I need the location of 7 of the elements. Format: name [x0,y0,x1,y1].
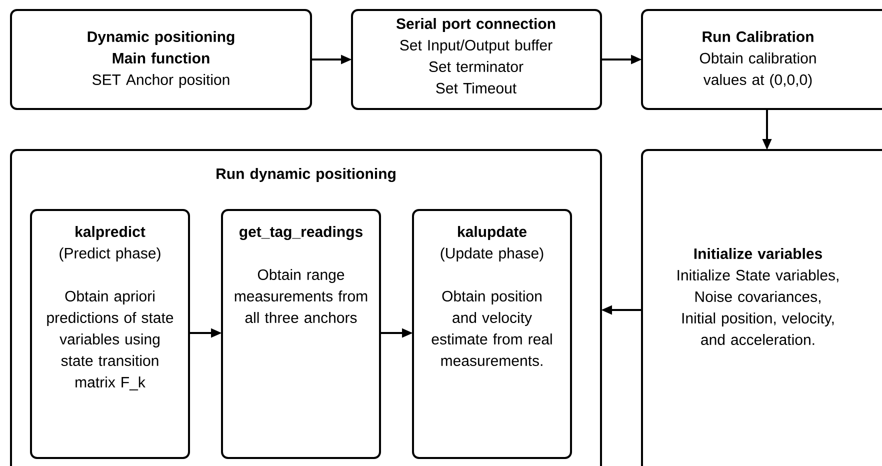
process-box: kalpredict (Predict phase) Obtain apriori predictions of state variables using state transition matrix F_k [30,209,190,459]
process-box: get_tag_readings Obtain range measurements from all three anchors [221,209,381,459]
process-box: Serial port connection Set Input/Output buffer Set terminator Set Timeout [351,9,602,110]
process-box: Run Calibration Obtain calibration values at (0,0,0) [641,9,882,110]
process-box: Dynamic positioning Main function SET Anchor position [10,9,312,110]
process-box: kalupdate (Update phase) Obtain position and velocity estimate from real measurements. [412,209,572,459]
process-box: Initialize variables Initialize State variables, Noise covariances, Initial position, velocity, and acceleration. [641,149,882,466]
